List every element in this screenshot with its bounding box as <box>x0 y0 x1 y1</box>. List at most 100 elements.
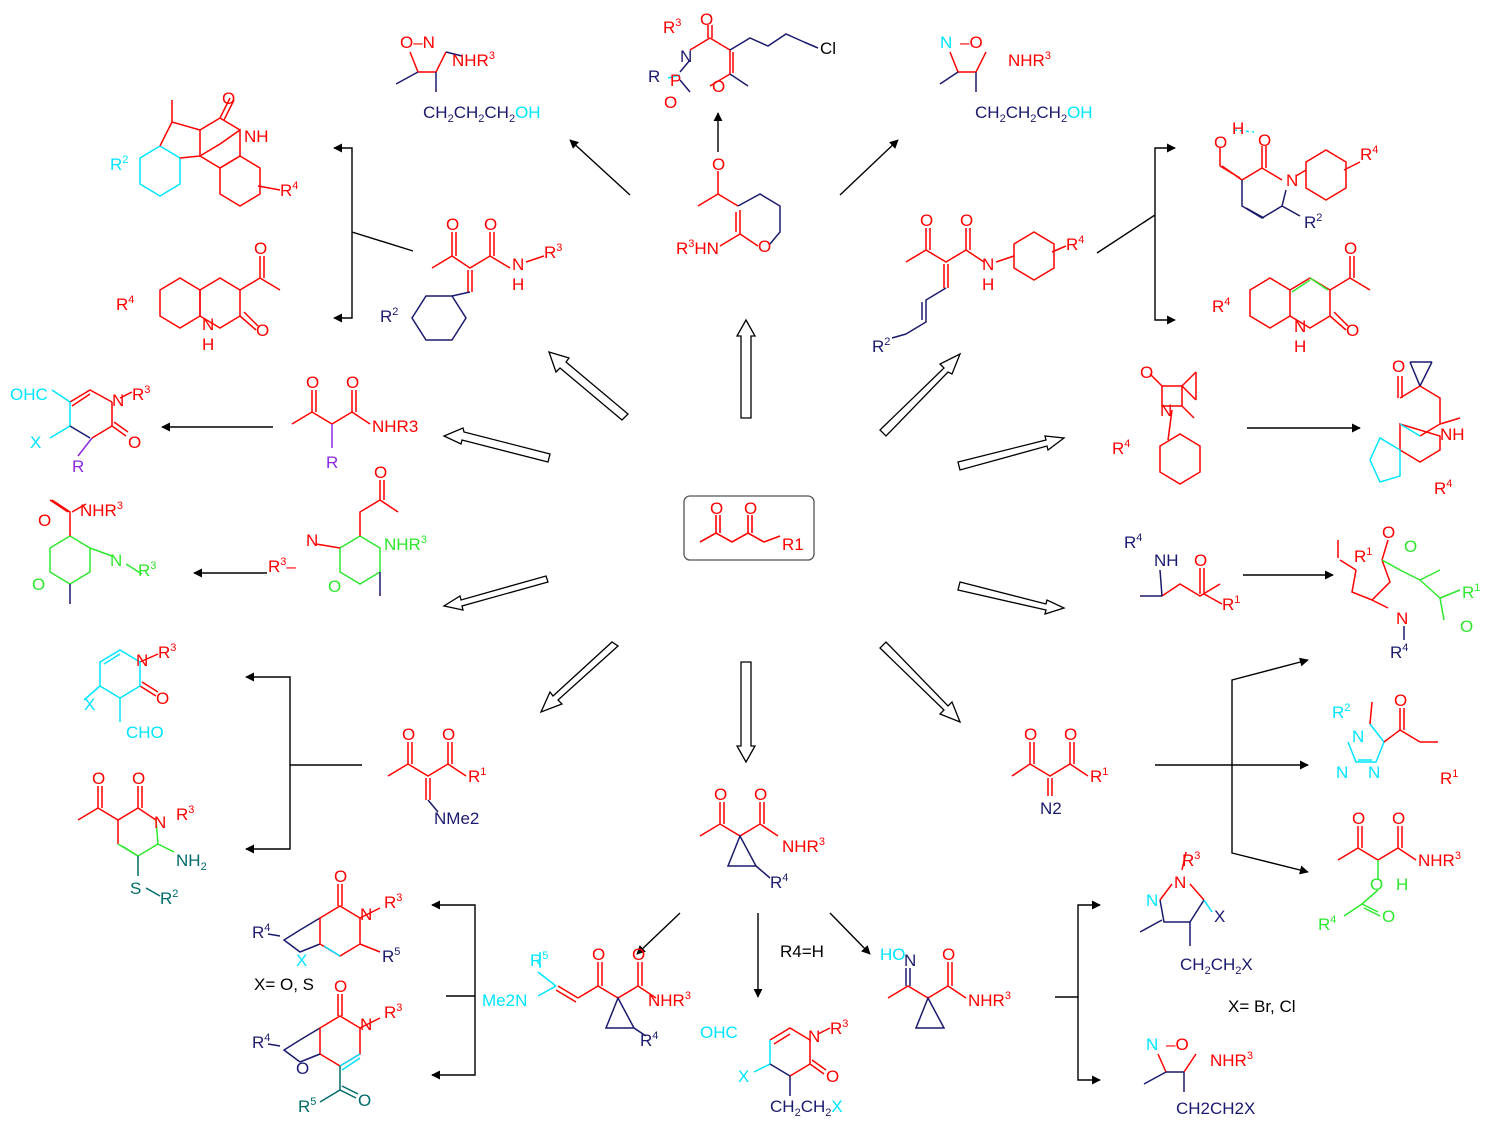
svg-text:O: O <box>826 1067 839 1086</box>
svg-text:NHR3: NHR3 <box>384 534 427 554</box>
acetyl-quinolinone-left: O O N H R4 <box>116 239 281 354</box>
svg-text:R4: R4 <box>1434 478 1452 498</box>
svg-text:O: O <box>1392 357 1405 376</box>
svg-text:O: O <box>484 215 497 234</box>
svg-text:R3: R3 <box>1182 850 1200 870</box>
svg-text:CH2CH2X: CH2CH2X <box>770 1097 843 1119</box>
pyrazole-ch2ch2x-product: R3 N N X CH2CH2X <box>1139 850 1253 977</box>
svg-text:R4: R4 <box>640 1030 658 1050</box>
svg-text:NHR3: NHR3 <box>782 836 825 856</box>
condition-r4-h: R4=H <box>780 942 824 961</box>
svg-text:O: O <box>744 499 757 518</box>
svg-text:CHO: CHO <box>126 723 164 742</box>
svg-text:N: N <box>202 315 214 334</box>
svg-text:O: O <box>156 689 169 708</box>
svg-text:O: O <box>1370 875 1383 894</box>
spiro-azetidinone-substrate: O N R4 <box>1112 363 1201 485</box>
svg-text:CH2CH2X: CH2CH2X <box>1176 1099 1255 1118</box>
svg-text:O: O <box>758 237 771 256</box>
svg-text:R3HN: R3HN <box>676 238 719 258</box>
svg-text:O: O <box>664 93 677 112</box>
svg-text:R3: R3 <box>830 1018 848 1038</box>
isoxazole-right-product: N –O NHR3 CH2CH2CH2OH <box>939 33 1093 125</box>
svg-text:O: O <box>1214 133 1227 152</box>
svg-text:CH2CH2X: CH2CH2X <box>1180 955 1253 977</box>
acetyl-dihydropyran-substrate: O O R3HN <box>676 155 781 258</box>
svg-text:R1: R1 <box>1440 768 1458 788</box>
svg-text:N: N <box>154 813 166 832</box>
svg-text:N: N <box>1146 891 1158 910</box>
svg-text:NH: NH <box>1154 551 1179 570</box>
svg-text:Cl: Cl <box>820 39 836 58</box>
acetyl-quinolinone-right: O O N H R4 <box>1212 239 1371 356</box>
svg-text:NH: NH <box>1440 425 1465 444</box>
svg-text:R: R <box>326 453 338 472</box>
central-r1-label: R1 <box>782 535 804 554</box>
svg-text:O: O <box>256 321 269 340</box>
svg-text:O: O <box>700 10 713 29</box>
svg-text:NHR3: NHR3 <box>648 990 691 1010</box>
svg-text:O: O <box>1460 617 1473 636</box>
furopyridone-acyl-product: O N R3 R4 O O R5 <box>252 977 402 1116</box>
svg-text:O: O <box>920 211 933 230</box>
pyridone-ch2ch2x-product: OHC N R3 O X CH2CH2X <box>700 1018 848 1119</box>
svg-text:R4: R4 <box>770 872 788 892</box>
branch-arrow-benzylidene <box>333 143 414 252</box>
retro-arrow-upleft <box>547 351 629 421</box>
svg-text:R5: R5 <box>530 950 548 970</box>
indenoquinolinone-product: O NH R4 R2 <box>110 89 298 207</box>
retro-arrow-upright <box>879 352 962 437</box>
pyrrolone-product: O O R1 N R4 R1 O <box>1337 523 1480 662</box>
svg-text:N: N <box>982 255 994 274</box>
svg-text:R1: R1 <box>1222 594 1240 614</box>
svg-text:N: N <box>1368 763 1380 782</box>
svg-text:O: O <box>334 977 347 996</box>
svg-text:O: O <box>1064 725 1077 744</box>
svg-text:O: O <box>1352 809 1365 828</box>
svg-text:O: O <box>128 433 141 452</box>
svg-text:R4: R4 <box>116 294 134 314</box>
arrow-to-enaminone-cp <box>636 912 681 955</box>
svg-text:NHR3: NHR3 <box>1418 850 1461 870</box>
svg-text:R3: R3 <box>138 560 156 580</box>
retro-arrow-left-low <box>442 575 549 611</box>
svg-text:P: P <box>670 71 681 90</box>
svg-text:X: X <box>738 1067 749 1086</box>
svg-text:R4: R4 <box>1112 438 1130 458</box>
svg-text:R4: R4 <box>1360 144 1378 164</box>
svg-text:NHR3: NHR3 <box>1008 50 1051 70</box>
svg-text:NMe2: NMe2 <box>434 809 479 828</box>
svg-text:R3: R3 <box>384 1002 402 1022</box>
svg-text:H: H <box>1294 337 1306 356</box>
svg-text:N: N <box>1352 727 1364 746</box>
svg-text:R2: R2 <box>1332 702 1350 722</box>
svg-text:OHC: OHC <box>10 385 48 404</box>
svg-text:NHR3: NHR3 <box>372 417 418 436</box>
svg-text:X: X <box>30 433 41 452</box>
svg-text:O: O <box>402 725 415 744</box>
svg-text:H: H <box>1396 875 1408 894</box>
svg-text:H: H <box>1232 119 1244 138</box>
central-diketone: O O R1 <box>683 495 815 561</box>
svg-text:R4: R4 <box>1390 642 1408 662</box>
svg-text:R: R <box>648 67 660 86</box>
svg-text:N: N <box>512 255 524 274</box>
arrow-to-oxime <box>829 912 871 955</box>
svg-text:N: N <box>1336 763 1348 782</box>
svg-text:Me2N: Me2N <box>482 991 527 1010</box>
branch-arrow-cp-enaminone <box>431 900 476 997</box>
svg-text:R4: R4 <box>1066 234 1084 254</box>
svg-text:R3: R3 <box>663 17 681 37</box>
svg-text:R2: R2 <box>110 154 128 174</box>
svg-text:O: O <box>712 155 725 174</box>
forward-arrows <box>161 112 1361 1085</box>
svg-text:O: O <box>442 725 455 744</box>
retro-arrow-right <box>957 435 1066 471</box>
condition-x-o-s: X= O, S <box>254 975 314 994</box>
svg-text:H: H <box>982 275 994 294</box>
svg-text:O: O <box>1394 691 1407 710</box>
svg-text:N: N <box>940 33 952 52</box>
svg-text:R1: R1 <box>1090 766 1108 786</box>
retro-arrow-downright <box>879 641 962 724</box>
